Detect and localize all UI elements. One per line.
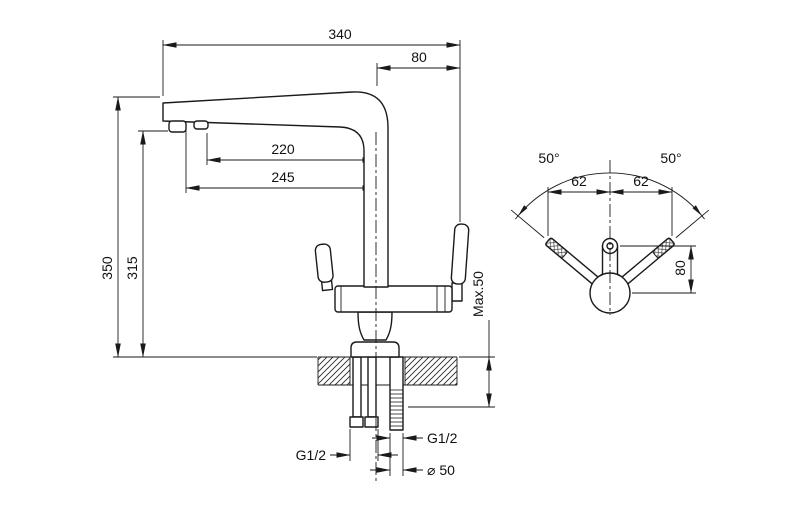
hose-1 — [352, 356, 362, 418]
left-lever — [314, 243, 334, 292]
faucet-body — [162, 91, 470, 358]
lever-right-grip — [652, 237, 675, 259]
dim-label-220: 220 — [271, 141, 295, 157]
shank-thread-marks — [390, 387, 403, 429]
countertop-section — [317, 356, 458, 386]
outlet-nozzle-2 — [193, 120, 209, 130]
hose-2 — [367, 356, 377, 418]
dim-label-80: 80 — [411, 49, 427, 65]
dim-label-max50: Max.50 — [470, 271, 486, 317]
top-lever-right — [621, 209, 710, 285]
dim-label-80-top: 80 — [672, 260, 688, 276]
arc-arrow-left — [518, 205, 528, 216]
counter-hatch-right — [405, 357, 457, 385]
dim-label-245: 245 — [271, 169, 295, 185]
body-barrel — [334, 285, 453, 313]
dim-label-350: 350 — [99, 256, 115, 280]
supply-lines — [349, 356, 404, 431]
dim-label-315: 315 — [124, 256, 140, 280]
lever-left-extension — [510, 209, 545, 239]
front-dimension-lines — [113, 40, 495, 476]
top-lever-left — [510, 209, 599, 285]
dim-label-62-right: 62 — [633, 173, 649, 189]
front-view: 340 80 220 245 350 315 Max.50 G1/2 G1/2 … — [99, 26, 495, 482]
angle-label-right: 50° — [660, 150, 681, 166]
counter-hatch-left — [318, 357, 350, 385]
arc-arrow-right — [692, 205, 702, 216]
outlet-nozzle-1 — [168, 120, 187, 133]
dim-label-d50: ⌀ 50 — [427, 462, 455, 478]
lever-right-extension — [675, 209, 710, 239]
right-lever-paddle — [450, 223, 470, 285]
body-neck — [357, 311, 393, 341]
top-dimension-labels: 50° 50° 62 62 80 — [538, 150, 688, 276]
front-dimension-labels: 340 80 220 245 350 315 Max.50 G1/2 G1/2 … — [99, 26, 486, 478]
dim-label-62-left: 62 — [571, 173, 587, 189]
lever-left-grip — [545, 237, 568, 259]
right-lever-stem — [451, 282, 463, 302]
dim-label-g12-hoses: G1/2 — [296, 447, 327, 463]
angle-label-left: 50° — [538, 150, 559, 166]
dim-label-340: 340 — [328, 26, 352, 42]
top-view: 50° 50° 62 62 80 — [510, 150, 710, 315]
right-lever — [450, 223, 470, 285]
hose-2-fitting — [364, 416, 379, 428]
base-flange — [350, 341, 400, 358]
top-dimension-lines — [547, 187, 696, 294]
hose-1-fitting — [349, 416, 364, 428]
left-lever-paddle — [314, 243, 334, 283]
dim-label-g12-shank: G1/2 — [427, 430, 458, 446]
